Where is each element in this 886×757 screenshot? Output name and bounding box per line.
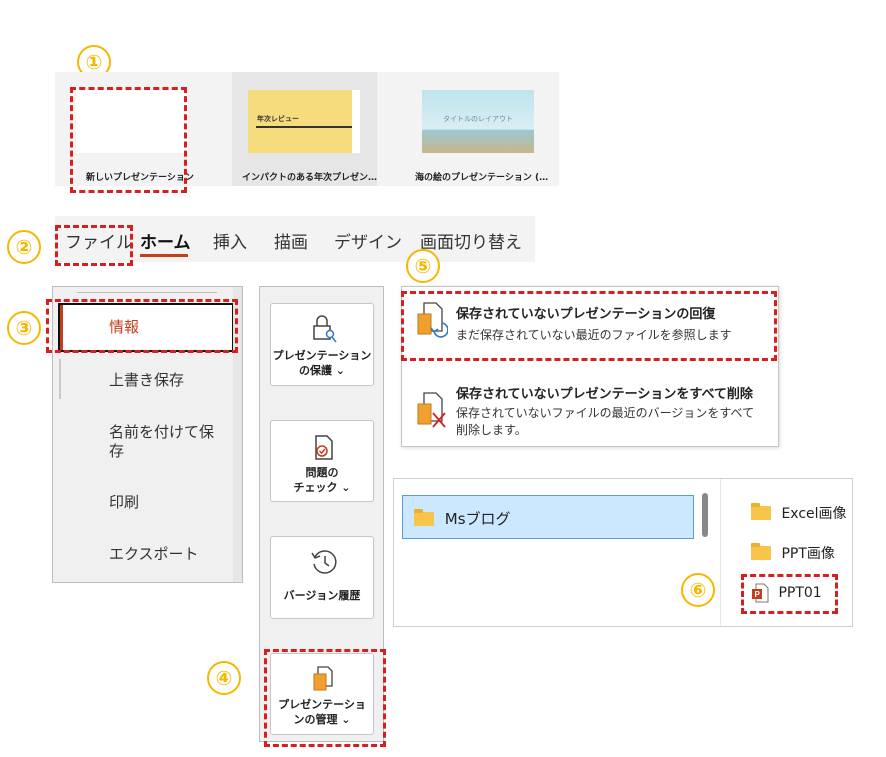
folder-icon [751, 503, 771, 520]
folder-row-msblog[interactable]: Msブログ [414, 508, 511, 529]
template-gallery: 新しいプレゼンテーション 年次レビュー インパクトのある年次プレゼン… タイトル… [55, 72, 559, 186]
item-ppt01[interactable]: P PPT01 [751, 583, 822, 603]
template-thumb-ocean[interactable]: タイトルのレイアウト [422, 90, 534, 153]
highlight-manage-presentation [264, 649, 386, 747]
delete-desc: 保存されていないファイルの最近のバージョンをすべて削除します。 [456, 406, 755, 437]
ribbon-tab-bar: ファイル ホーム 挿入 描画 デザイン 画面切り替え [55, 216, 535, 262]
highlight-info-menu [46, 299, 238, 353]
recover-document-icon [417, 302, 448, 338]
delete-document-icon [417, 392, 446, 428]
template-thumb-annual-text: 年次レビュー [257, 115, 299, 123]
folder-name-msblog: Msブログ [444, 510, 511, 528]
template-thumb-annual[interactable]: 年次レビュー [248, 90, 360, 153]
highlight-new-presentation [70, 87, 187, 193]
explorer-scrollbar[interactable] [702, 493, 708, 537]
item-name-ppt-images: PPT画像 [781, 546, 835, 562]
step-badge-2: ② [7, 230, 41, 264]
folder-row-selected[interactable] [402, 495, 694, 539]
file-explorer: Msブログ Excel画像 PPT画像 P PPT01 [393, 478, 853, 627]
version-history-button[interactable]: バージョン履歴 [270, 536, 374, 619]
template-label-blank[interactable]: 新しいプレゼンテーション [86, 173, 194, 183]
lock-key-icon [313, 315, 337, 343]
menu-item-info[interactable]: 情報 [109, 318, 140, 336]
history-clock-icon [311, 550, 337, 574]
manage-presentation-label: プレゼンテーショ ンの管理 ⌄ [278, 698, 366, 726]
tab-home-underline [140, 254, 188, 257]
tab-design[interactable]: デザイン [334, 233, 402, 253]
menu-item-info-bar [60, 305, 63, 350]
item-name-excel-images: Excel画像 [781, 506, 847, 522]
version-history-label: バージョン履歴 [283, 589, 361, 602]
highlight-file-tab [55, 225, 133, 266]
delete-title: 保存されていないプレゼンテーションをすべて削除 [456, 387, 753, 402]
recover-desc: まだ保存されていない最近のファイルを参照します [456, 328, 732, 342]
pptx-file-icon: P [752, 583, 769, 603]
check-issues-button[interactable]: 問題の チェック ⌄ [270, 420, 374, 502]
protect-presentation-button[interactable]: プレゼンテーション の保護 ⌄ [270, 303, 374, 386]
highlight-recover-item [401, 291, 777, 361]
tab-insert[interactable]: 挿入 [213, 233, 247, 253]
menu-item-print[interactable]: 印刷 [109, 493, 140, 511]
protect-presentation-label: プレゼンテーション の保護 ⌄ [272, 349, 372, 377]
highlight-ppt01 [741, 574, 838, 614]
tab-draw[interactable]: 描画 [274, 233, 308, 253]
template-thumb-blank[interactable] [76, 90, 188, 153]
step-badge-4: ④ [207, 661, 241, 695]
backstage-top-line [77, 292, 217, 293]
recover-title: 保存されていないプレゼンテーションの回復 [456, 307, 716, 322]
folder-icon [751, 543, 771, 560]
menu-scroll-indicator[interactable] [59, 359, 61, 399]
menu-item-save-as[interactable]: 名前を付けて保存 [109, 423, 215, 460]
manage-presentation-dropdown: 保存されていないプレゼンテーションの回復 まだ保存されていない最近のファイルを参… [401, 286, 779, 447]
template-label-annual[interactable]: インパクトのある年次プレゼン… [242, 173, 378, 183]
step-badge-3: ③ [7, 311, 41, 345]
backstage-menu: 情報 上書き保存 名前を付けて保存 印刷 エクスポート [52, 286, 243, 583]
step-badge-5: ⑤ [406, 249, 440, 283]
explorer-pane-divider [720, 479, 721, 626]
tab-file[interactable]: ファイル [65, 233, 133, 253]
step-badge-6: ⑥ [681, 573, 715, 607]
svg-text:P: P [755, 590, 761, 599]
template-label-ocean[interactable]: 海の絵のプレゼンテーション (… [415, 173, 549, 183]
check-issues-label: 問題の チェック ⌄ [293, 466, 351, 494]
folder-icon [414, 508, 434, 526]
info-panel: プレゼンテーション の保護 ⌄ 問題の チェック ⌄ バージョン履歴 プレゼンテ… [259, 286, 384, 742]
item-name-ppt01: PPT01 [778, 585, 822, 601]
item-ppt-images[interactable]: PPT画像 [751, 543, 835, 563]
template-thumb-ocean-text: タイトルのレイアウト [443, 115, 513, 123]
check-document-icon [315, 435, 333, 460]
manage-presentation-icon [313, 666, 333, 691]
backstage-right-edge [233, 287, 242, 582]
tab-home[interactable]: ホーム [140, 233, 191, 253]
tab-transitions[interactable]: 画面切り替え [420, 233, 522, 253]
menu-item-save[interactable]: 上書き保存 [109, 371, 185, 389]
item-excel-images[interactable]: Excel画像 [751, 503, 847, 523]
manage-presentation-button[interactable]: プレゼンテーショ ンの管理 ⌄ [270, 653, 374, 735]
menu-item-export[interactable]: エクスポート [109, 545, 199, 563]
